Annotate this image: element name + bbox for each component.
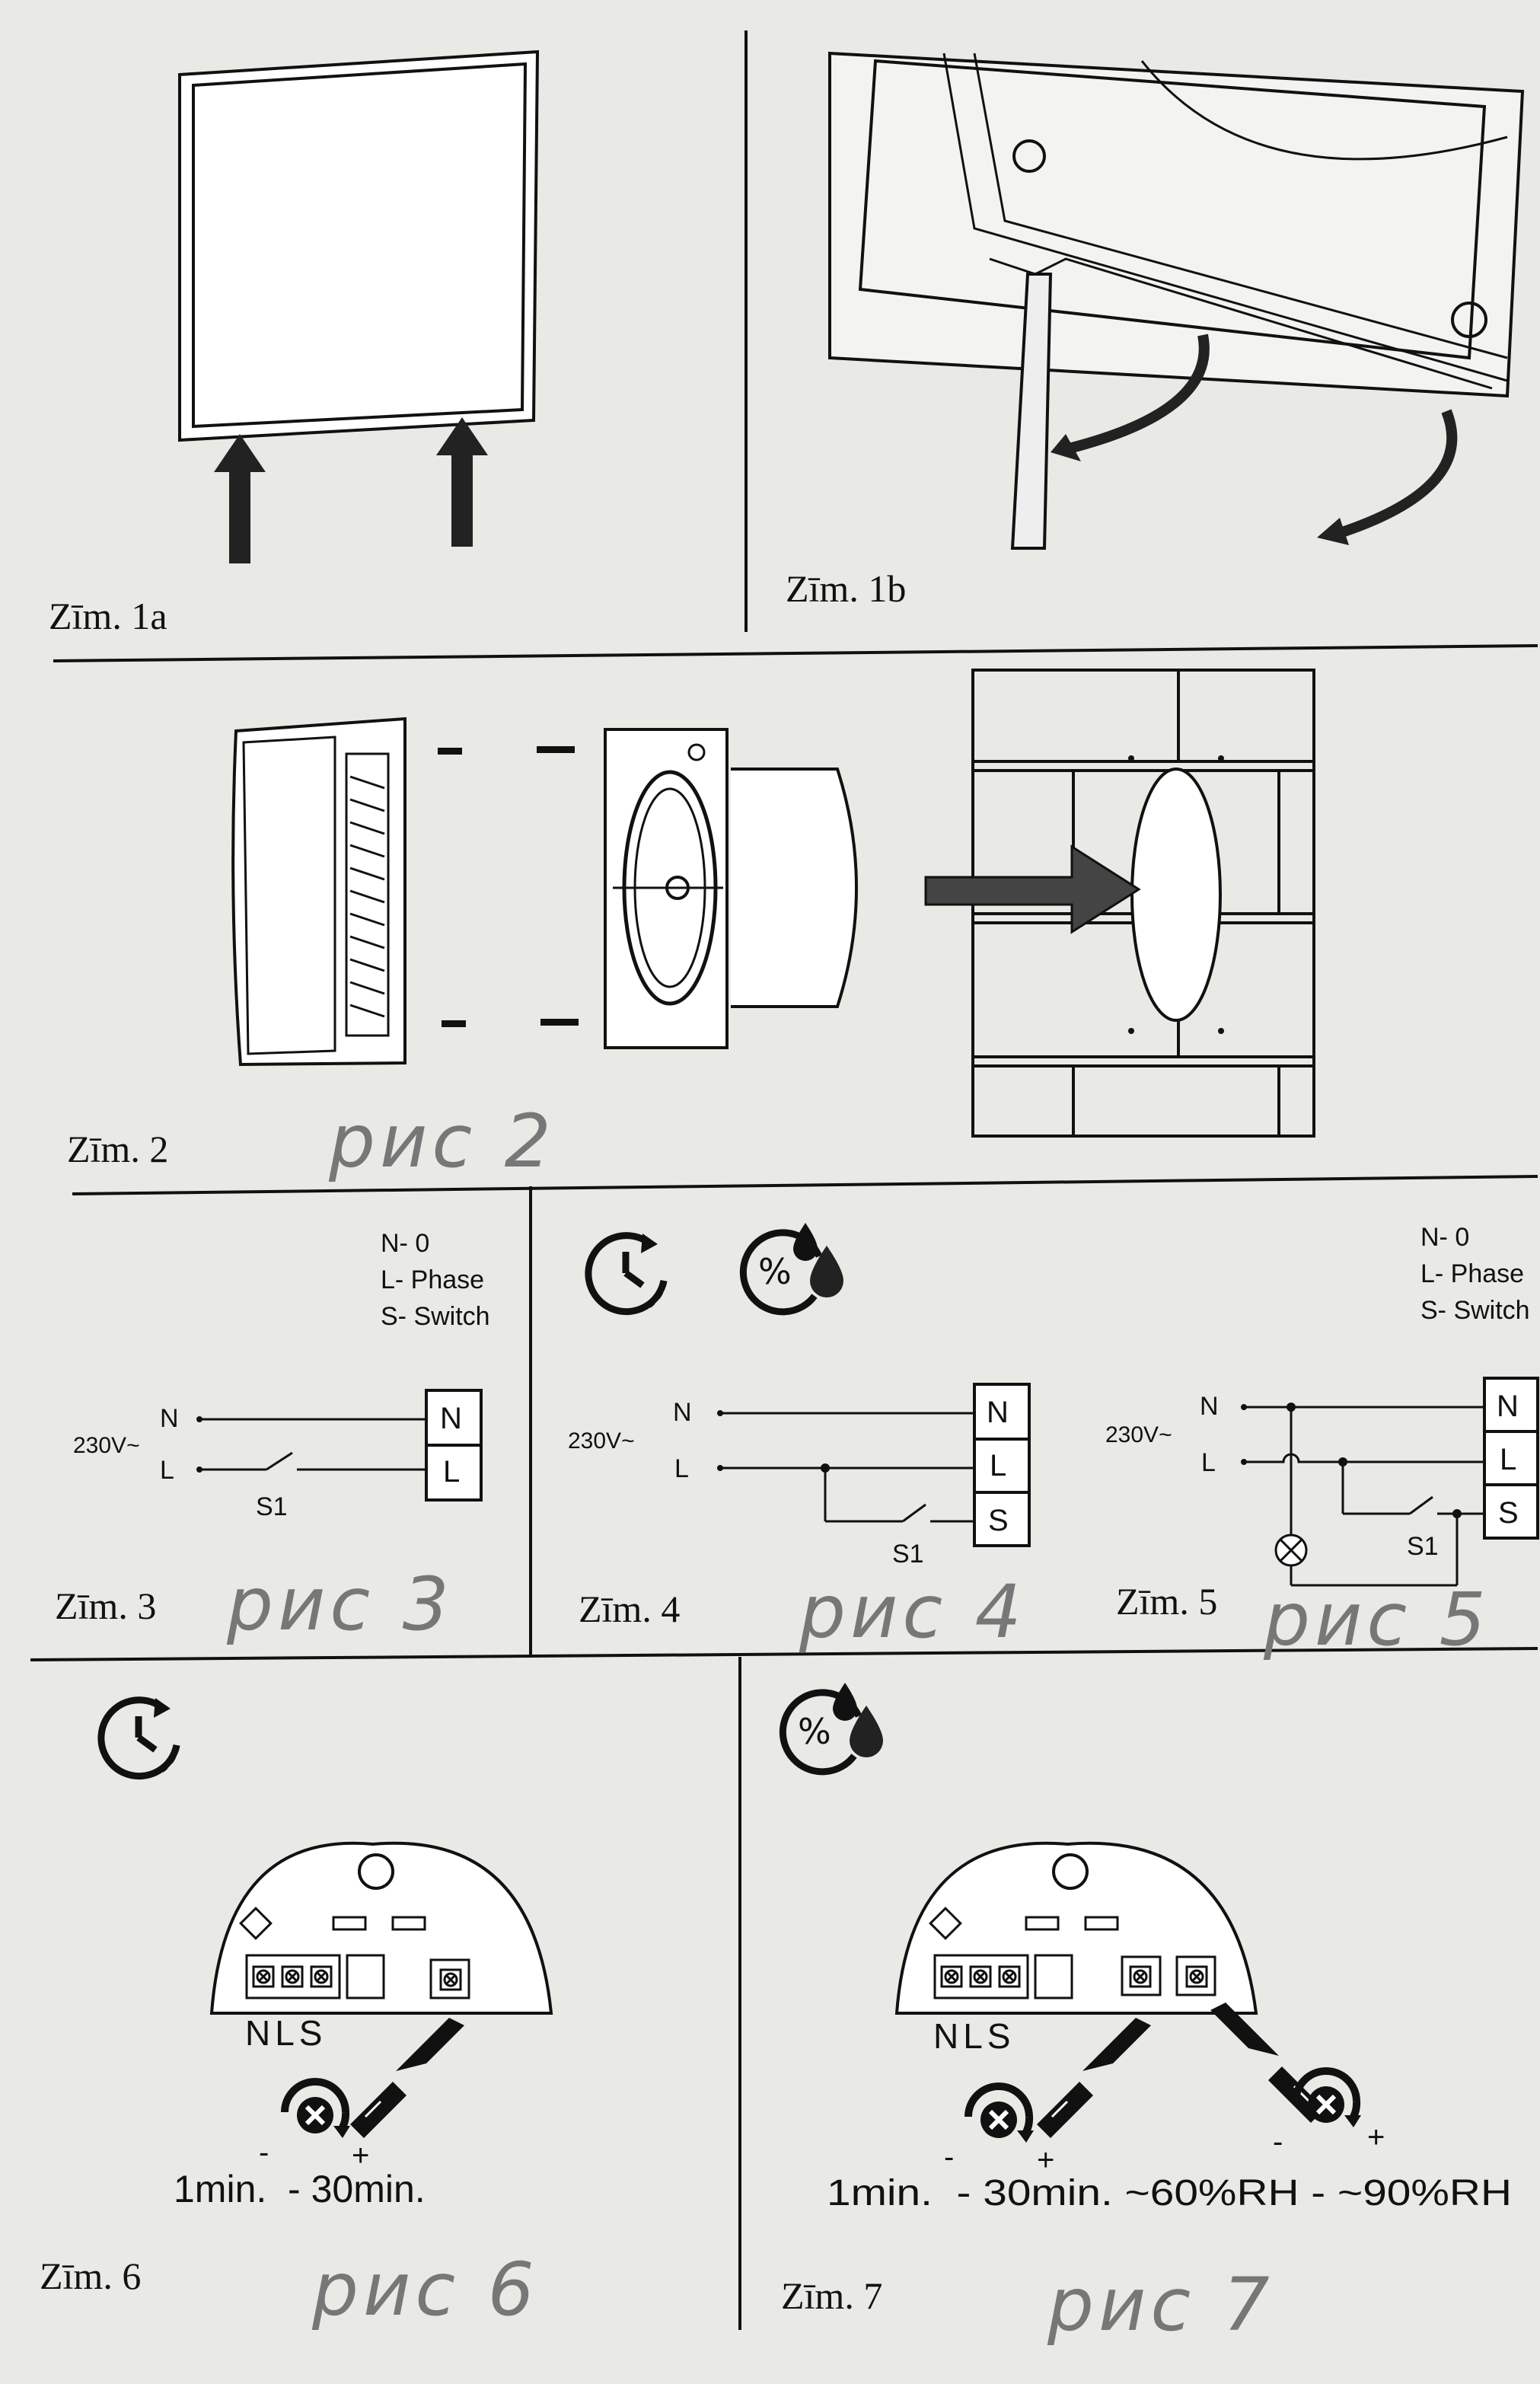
terminal-s: S <box>1498 1496 1519 1530</box>
timer-range-label: 1min. - 30min. <box>174 2168 426 2210</box>
humidity-potentiometer[interactable] <box>1185 1965 1208 1988</box>
legend-l: L- Phase <box>1420 1259 1524 1288</box>
figure-3: N- 0 L- Phase S- Switch 230V~ N L S1 N L… <box>55 1229 490 1647</box>
handwritten-note-2: рис 2 <box>328 1099 556 1184</box>
legend-s: S- Switch <box>1420 1296 1530 1325</box>
minus-label: - <box>1273 2125 1283 2159</box>
legend-n: N- 0 <box>1420 1223 1469 1252</box>
terminal-l: L <box>1500 1443 1516 1476</box>
switch-label: S1 <box>256 1492 288 1521</box>
terminal-labels: NLS <box>245 2013 327 2053</box>
screwdriver-icon <box>1209 2001 1326 2124</box>
wire-label-n: N <box>160 1404 179 1433</box>
arrow-right-icon <box>924 844 1141 934</box>
screwdriver-icon <box>1035 2016 1153 2140</box>
plus-label: + <box>1037 2143 1054 2177</box>
terminal-n: N <box>1497 1390 1519 1423</box>
handwritten-note-3: рис 3 <box>226 1562 454 1647</box>
figure-4: 230V~ N L S1 N L S Zīm. 4 рис 4 <box>568 1223 1031 1655</box>
wire-label-l: L <box>160 1456 174 1485</box>
handwritten-note-7: рис 7 <box>1047 2262 1274 2347</box>
figure-1a: Zīm. 1a <box>49 49 540 637</box>
caption-1b: Zīm. 1b <box>786 567 906 610</box>
legend-s: S- Switch <box>381 1302 490 1331</box>
caption-7: Zīm. 7 <box>781 2274 882 2317</box>
timer-potentiometer[interactable] <box>439 1968 462 1991</box>
control-board <box>894 1841 1258 2015</box>
terminal-s: S <box>988 1504 1009 1537</box>
screw-icon <box>438 746 579 1027</box>
voltage-label: 230V~ <box>1105 1422 1172 1447</box>
figure-5: N- 0 L- Phase S- Switch 230V~ N L S1 N L… <box>1105 1223 1539 1662</box>
lamp-icon <box>1274 1533 1308 1567</box>
figure-2: Zīm. 2 рис 2 <box>67 669 1315 1184</box>
arrow-up-icon <box>436 417 488 547</box>
timer-humidity-range-label: 1min. - 30min. ~60%RH - ~90%RH <box>827 2173 1512 2213</box>
humidity-percent-icon <box>743 1223 843 1312</box>
minus-label: - <box>259 2136 269 2169</box>
adjust-dial-icon <box>285 2082 350 2138</box>
handwritten-note-6: рис 6 <box>311 2247 539 2332</box>
legend-n: N- 0 <box>381 1229 429 1258</box>
terminal-l: L <box>443 1455 460 1489</box>
caption-1a: Zīm. 1a <box>49 595 167 637</box>
handwritten-note-4: рис 4 <box>799 1569 1026 1655</box>
control-board <box>209 1841 553 2015</box>
legend-l: L- Phase <box>381 1265 484 1294</box>
screwdriver-icon <box>349 2016 466 2140</box>
switch-label: S1 <box>1407 1532 1439 1561</box>
terminal-n: N <box>987 1396 1009 1429</box>
terminal-l: L <box>990 1449 1006 1482</box>
humidity-percent-icon <box>783 1683 883 1772</box>
handwritten-note-5: рис 5 <box>1263 1577 1491 1662</box>
wire-label-l: L <box>674 1454 689 1483</box>
caption-5: Zīm. 5 <box>1116 1580 1217 1623</box>
caption-6: Zīm. 6 <box>40 2255 141 2297</box>
switch-label: S1 <box>892 1540 924 1569</box>
timer-clock-icon <box>101 1698 177 1776</box>
caption-2: Zīm. 2 <box>67 1128 168 1170</box>
wire-label-l: L <box>1201 1448 1216 1477</box>
terminal-n: N <box>440 1402 462 1435</box>
minus-label: - <box>944 2140 954 2174</box>
figure-7: NLS - + - + 1min. - 30min. ~60%RH - ~90%… <box>781 1683 1512 2347</box>
wire-label-n: N <box>1200 1392 1219 1421</box>
wire-label-n: N <box>673 1398 692 1427</box>
arrow-up-icon <box>214 434 266 563</box>
plus-label: + <box>1367 2121 1385 2154</box>
plus-label: + <box>352 2139 369 2172</box>
panel-dividers <box>30 30 1538 2330</box>
timer-potentiometer[interactable] <box>1129 1965 1152 1988</box>
adjust-dial-icon <box>968 2086 1034 2143</box>
voltage-label: 230V~ <box>568 1428 635 1454</box>
grille-slats <box>349 775 385 1018</box>
timer-clock-icon <box>588 1233 664 1312</box>
caption-3: Zīm. 3 <box>55 1585 156 1627</box>
figure-6: NLS - + 1min. - 30min. Zīm. 6 рис 6 <box>40 1698 553 2332</box>
voltage-label: 230V~ <box>73 1433 140 1458</box>
terminal-labels: NLS <box>933 2016 1015 2056</box>
figure-1b: Zīm. 1b <box>786 51 1525 610</box>
caption-4: Zīm. 4 <box>579 1588 680 1630</box>
